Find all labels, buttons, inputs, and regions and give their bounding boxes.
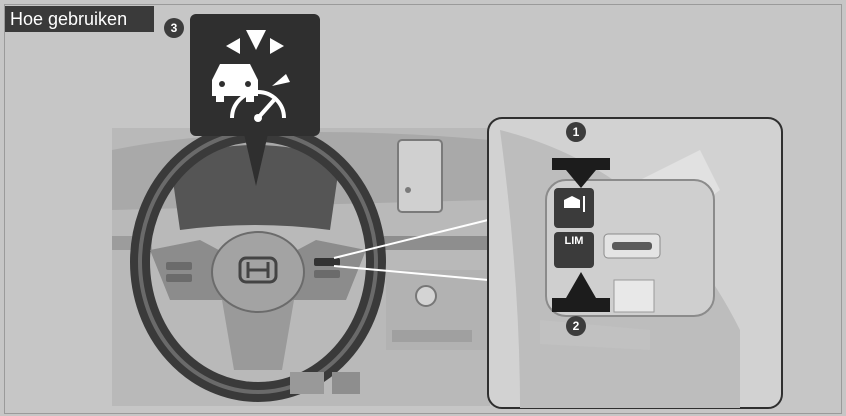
- step-marker-2: 2: [566, 316, 586, 336]
- steering-hub: [212, 232, 304, 312]
- step-marker-3: 3: [164, 18, 184, 38]
- lim-button-label: LIM: [554, 235, 594, 247]
- highlighted-switch: [314, 258, 340, 266]
- indicator-callout: [190, 14, 320, 136]
- section-title: Hoe gebruiken: [4, 6, 154, 32]
- step-marker-1: 1: [566, 122, 586, 142]
- dashboard-photo: [112, 128, 490, 406]
- switch-closeup: [488, 118, 782, 408]
- infotainment-screen: [398, 140, 442, 212]
